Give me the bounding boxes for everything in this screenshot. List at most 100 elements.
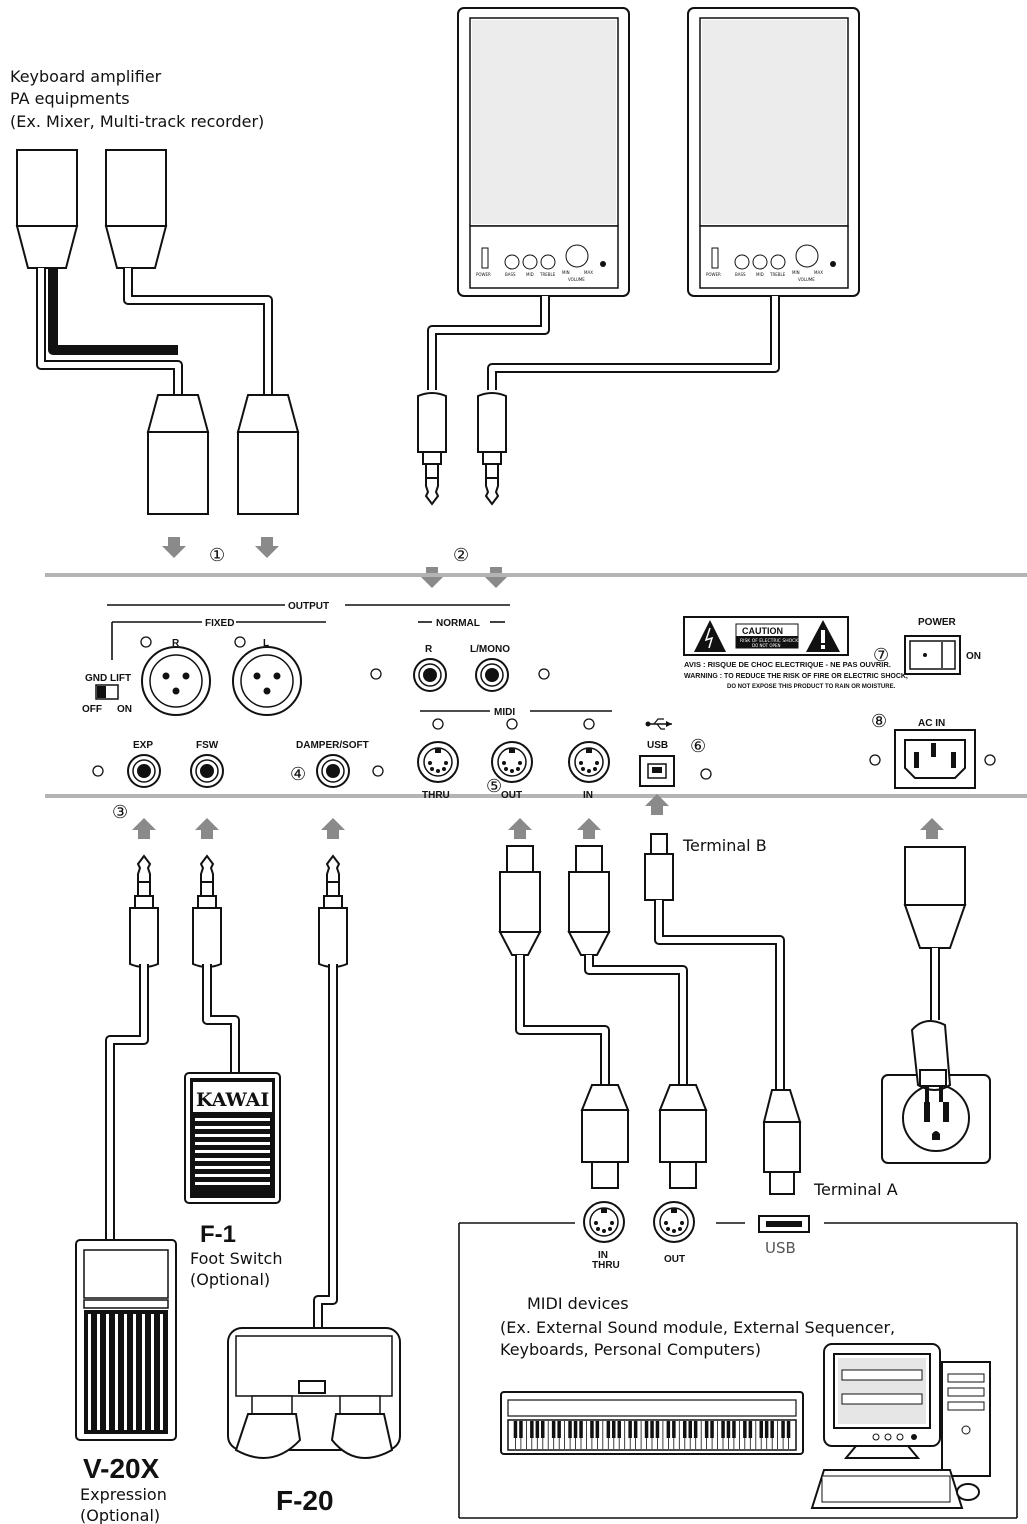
f1-desc: Foot Switch: [190, 1249, 282, 1268]
power-on-label: ON: [966, 651, 981, 662]
spk-left-mid-label: MID: [526, 272, 534, 277]
caution-label: CAUTION RISK OF ELECTRIC SHOCK DO NOT OP…: [683, 616, 849, 656]
damper-soft-jack[interactable]: [316, 754, 350, 788]
label-number-4: ④: [290, 764, 306, 785]
f1-foot-switch: [184, 1072, 281, 1204]
midi-in-port[interactable]: [568, 741, 610, 783]
keyboard-black-key: [595, 1421, 600, 1438]
keyboard-black-key: [590, 1421, 594, 1438]
arrow-normal-r: [420, 567, 444, 588]
keyboard-black-key: [557, 1421, 561, 1438]
keyboard-black-key: [693, 1421, 698, 1438]
xlr-output-l[interactable]: [232, 646, 302, 716]
fsw-jack[interactable]: [190, 754, 224, 788]
spk-right-mid-label: MID: [756, 272, 764, 277]
warning-text-2: DO NOT EXPOSE THIS PRODUCT TO RAIN OR MO…: [727, 684, 896, 690]
kawai-logo: KAWAI: [196, 1089, 269, 1111]
usb-label: USB: [647, 740, 668, 751]
caution-sub2: DO NOT OPEN: [752, 643, 780, 648]
usb-port-b[interactable]: [639, 755, 675, 787]
midi-out-label: OUT: [501, 790, 522, 801]
damper-screw: [372, 765, 384, 777]
midi-devices-examples-2: Keyboards, Personal Computers): [500, 1340, 761, 1359]
speaker-cables: [417, 296, 780, 505]
normal-screw-right: [538, 668, 550, 680]
exp-jack[interactable]: [127, 754, 161, 788]
device-usb-port: [758, 1215, 810, 1233]
xlr-r-screw: [140, 636, 152, 648]
spk-right-treble-label: TREBLE: [769, 272, 786, 277]
keyboard-black-key: [541, 1421, 545, 1438]
spk-left-power-label: POWER: [476, 272, 491, 277]
v20x-name: V-20X: [83, 1453, 160, 1484]
keyboard-device: [500, 1391, 804, 1455]
computer-device: [810, 1343, 991, 1509]
power-label: POWER: [918, 617, 957, 628]
caution-title: CAUTION: [742, 626, 783, 636]
keyboard-black-key: [519, 1421, 523, 1438]
device-midi-in-thru-port: [583, 1201, 625, 1243]
label-number-2: ②: [453, 545, 469, 566]
xlr-output-r[interactable]: [141, 646, 211, 716]
usb-screw: [700, 768, 712, 780]
ac-in-socket[interactable]: [894, 729, 976, 789]
spk-right-max-label: MAX: [814, 270, 823, 275]
keyboard-black-key: [732, 1421, 736, 1438]
arrow-damper: [321, 818, 345, 839]
avis-text: AVIS : RISQUE DE CHOC ELECTRIQUE - NE PA…: [684, 660, 891, 669]
label-number-8: ⑧: [871, 711, 887, 732]
acin-screw-left: [869, 754, 881, 766]
spk-right-min-label: MIN: [792, 270, 800, 275]
keyboard-black-key: [633, 1421, 638, 1438]
arrow-xlr-right: [255, 537, 279, 558]
device-out-label: OUT: [664, 1254, 685, 1265]
keyboard-black-key: [535, 1421, 540, 1438]
label-number-3: ③: [112, 802, 128, 823]
keyboard-black-key: [530, 1421, 534, 1438]
power-switch[interactable]: [904, 635, 961, 675]
spk-left-bass-label: BASS: [505, 272, 516, 277]
v20x-expression-pedal: [75, 1239, 177, 1441]
amp-label-line1: Keyboard amplifier: [10, 67, 162, 86]
f20-pedal: [227, 1327, 401, 1459]
keyboard-black-key: [573, 1421, 578, 1438]
xlr-cables: [15, 149, 300, 515]
spk-left-volume-label: VOLUME: [568, 277, 585, 282]
device-in-label: IN: [598, 1250, 608, 1261]
keyboard-black-key: [721, 1421, 725, 1438]
midi-devices-box: [458, 1222, 1018, 1519]
keyboard-black-key: [617, 1421, 621, 1438]
arrow-midi-in: [577, 818, 601, 839]
arrow-ac: [920, 818, 944, 839]
terminal-a-label: Terminal A: [813, 1180, 898, 1199]
keyboard-black-key: [786, 1421, 791, 1438]
label-number-5: ⑤: [486, 776, 502, 797]
gnd-lift-label: GND LIFT: [85, 673, 131, 684]
terminal-b-label: Terminal B: [682, 836, 767, 855]
label-number-6: ⑥: [690, 736, 706, 757]
keyboard-black-key: [683, 1421, 687, 1438]
spk-right-power-label: POWER: [706, 272, 721, 277]
speaker-right: POWER BASS MID TREBLE MIN MAX VOLUME: [687, 7, 860, 297]
v20x-desc: Expression: [80, 1485, 167, 1504]
normal-lmono-jack[interactable]: [475, 658, 509, 692]
keyboard-black-key: [672, 1421, 676, 1438]
keyboard-black-key: [650, 1421, 654, 1438]
midi-thru-screw: [432, 718, 444, 730]
keyboard-black-key: [759, 1421, 763, 1438]
normal-lmono-label: L/MONO: [470, 644, 510, 655]
keyboard-black-key: [579, 1421, 583, 1438]
keyboard-black-key: [748, 1421, 753, 1438]
amp-label-line2: PA equipments: [10, 89, 130, 108]
warning-text: WARNING : TO REDUCE THE RISK OF FIRE OR …: [684, 673, 908, 680]
midi-thru-port[interactable]: [417, 741, 459, 783]
gnd-lift-switch[interactable]: [95, 684, 119, 700]
spk-right-volume-label: VOLUME: [798, 277, 815, 282]
spk-left-treble-label: TREBLE: [539, 272, 556, 277]
pedal-cables: [105, 855, 348, 1330]
midi-devices-examples-1: (Ex. External Sound module, External Seq…: [500, 1318, 895, 1337]
fixed-r-label: R: [172, 638, 180, 649]
v20x-optional: (Optional): [80, 1506, 160, 1524]
normal-r-jack[interactable]: [413, 658, 447, 692]
